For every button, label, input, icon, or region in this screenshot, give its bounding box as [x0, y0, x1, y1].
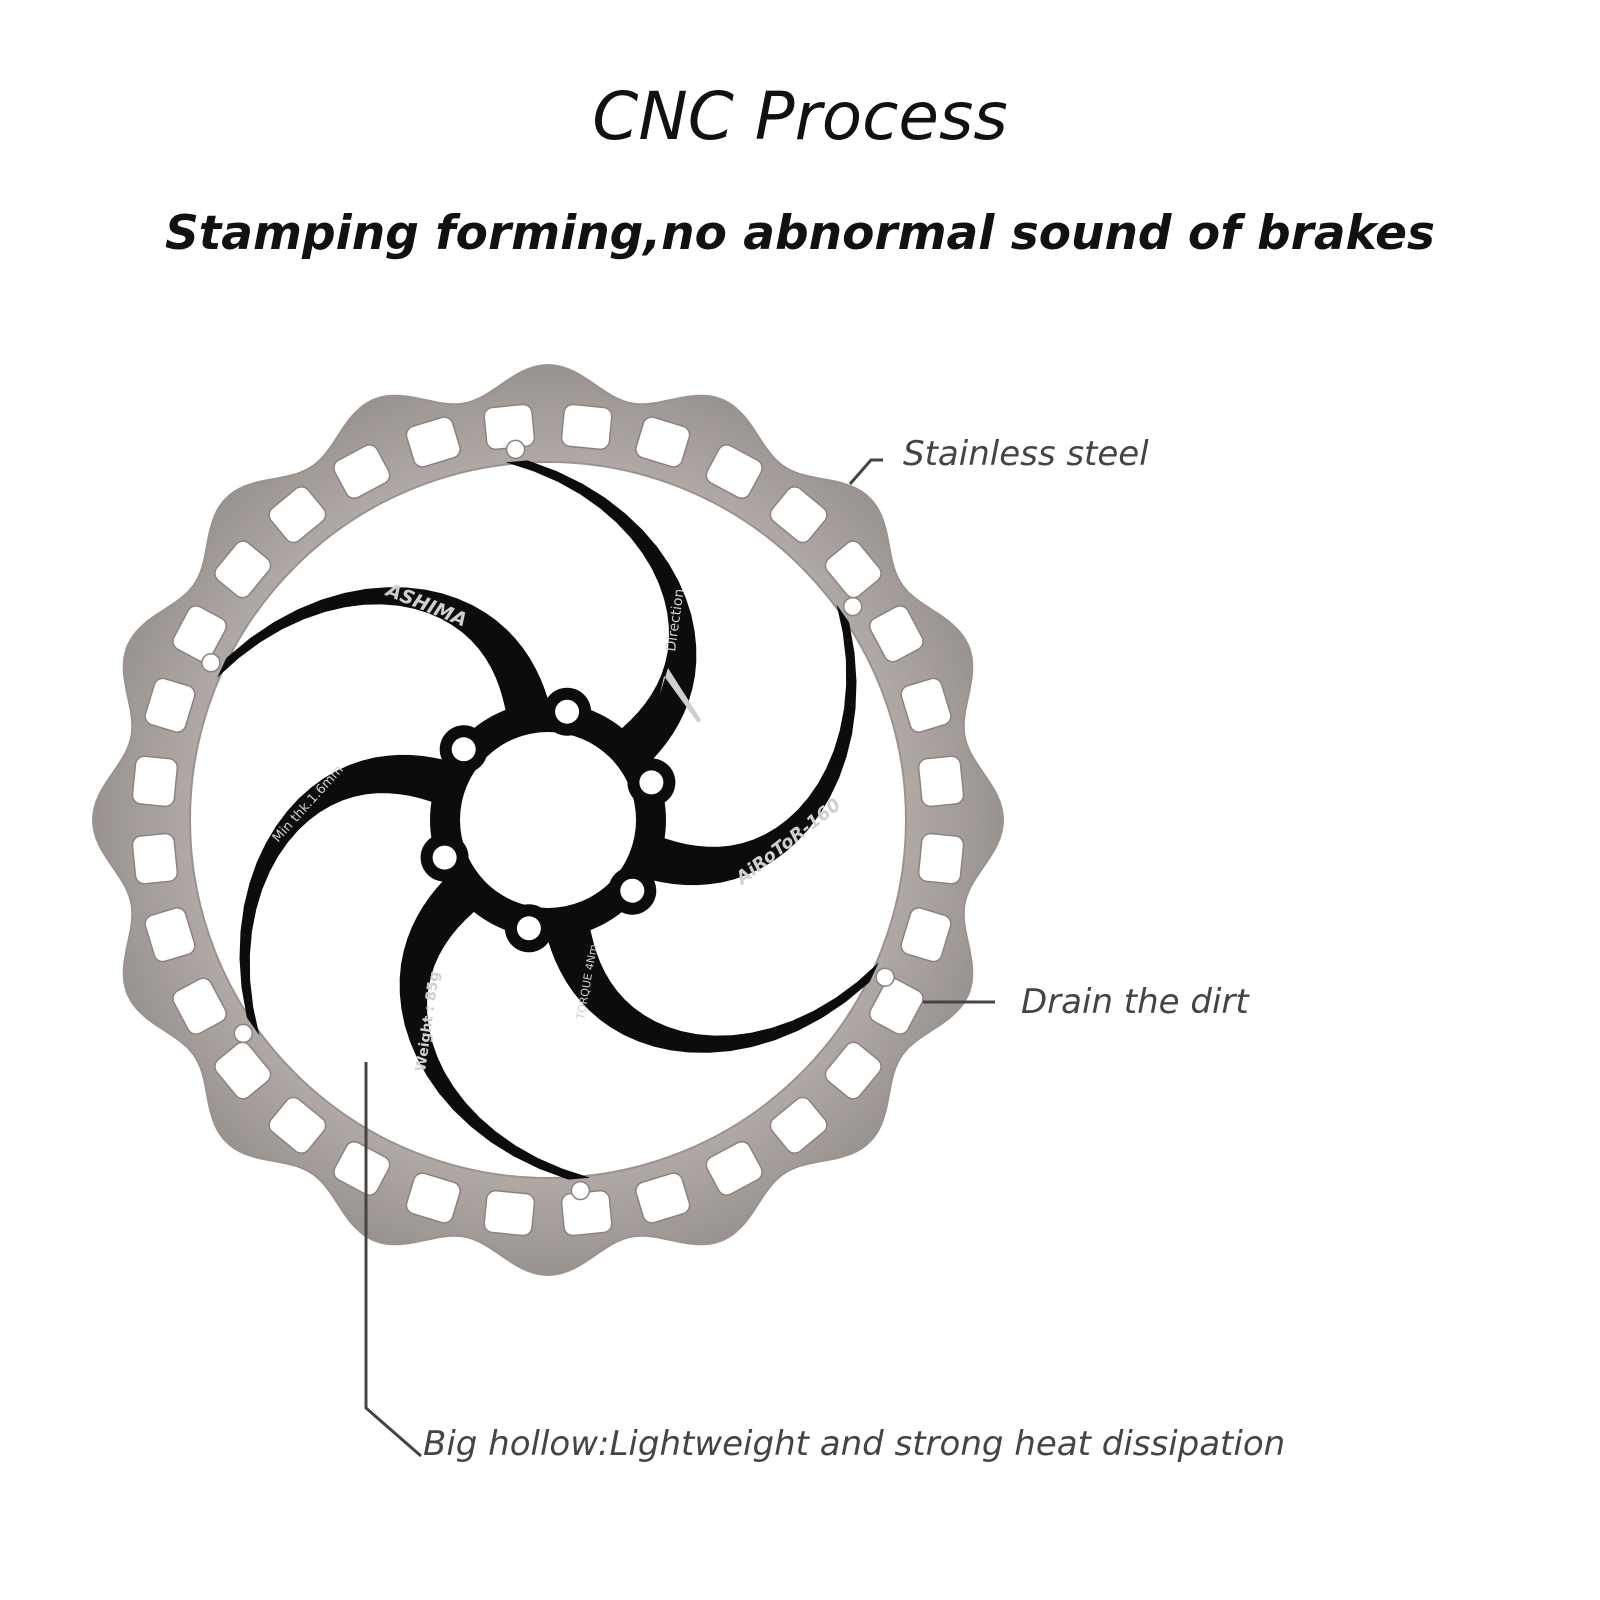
- ventilation-slot: [214, 1041, 272, 1100]
- ventilation-slot: [705, 1140, 763, 1196]
- spider-arm: [399, 863, 591, 1180]
- spider-arm: [217, 587, 555, 731]
- spider-arm: [541, 909, 879, 1053]
- ventilation-slot: [769, 486, 828, 544]
- bolt-hole: [451, 737, 476, 762]
- bolt-hole: [432, 845, 457, 870]
- rivet-hole: [842, 596, 863, 617]
- bolt-hole: [639, 770, 664, 795]
- rivet-hole: [233, 1023, 254, 1044]
- rotor-steel-ring: [91, 363, 1005, 1277]
- rotor-thickness-text: Min thk.1.6mm: [270, 763, 347, 846]
- ventilation-slot: [144, 907, 196, 963]
- ventilation-slot: [917, 832, 965, 885]
- ventilation-slot: [333, 1140, 391, 1196]
- ventilation-slot: [635, 1172, 691, 1224]
- rivet-hole: [570, 1180, 591, 1201]
- rivet-hole: [875, 967, 895, 987]
- bolt-hole: [620, 878, 645, 903]
- ventilation-slot: [268, 486, 327, 544]
- bolt-hole: [516, 916, 541, 941]
- ventilation-slot: [144, 677, 196, 733]
- stainless-leader-line: [848, 458, 883, 485]
- hollow-leader-line: [364, 1062, 422, 1458]
- spider-arm: [505, 460, 697, 777]
- callout-drain-dirt: Drain the dirt: [1021, 982, 1249, 1022]
- ventilation-slot: [769, 1096, 828, 1154]
- ventilation-slot: [917, 755, 965, 808]
- page-title: CNC Process: [592, 78, 1008, 155]
- ventilation-slot: [214, 540, 272, 599]
- ventilation-slot: [172, 977, 228, 1035]
- page-subtitle: Stamping forming,no abnormal sound of br…: [164, 206, 1435, 261]
- ventilation-slot: [405, 1172, 461, 1224]
- ventilation-slot: [900, 677, 952, 733]
- rivet-hole: [201, 653, 221, 673]
- ventilation-slot: [868, 977, 924, 1035]
- ventilation-slots: [131, 403, 965, 1237]
- ventilation-slot: [131, 832, 179, 885]
- ventilation-slot: [900, 907, 952, 963]
- ventilation-slot: [333, 444, 391, 500]
- mounting-holes: [420, 687, 676, 953]
- ventilation-slot: [268, 1096, 327, 1154]
- ventilation-slot: [824, 540, 882, 599]
- ventilation-slot: [131, 755, 179, 808]
- rivet-holes: [201, 439, 895, 1201]
- rivet-hole: [505, 439, 526, 460]
- hub-center-cutout: [460, 732, 636, 908]
- direction-arrow-icon: [660, 668, 701, 723]
- ventilation-slot: [635, 416, 691, 468]
- ventilation-slot: [405, 416, 461, 468]
- callout-big-hollow: Big hollow:Lightweight and strong heat d…: [423, 1424, 1286, 1464]
- bolt-hole: [555, 699, 580, 724]
- callout-stainless-steel: Stainless steel: [903, 434, 1149, 474]
- rotor-spider: [217, 460, 879, 1180]
- spider-arm: [629, 604, 857, 886]
- ventilation-slot: [172, 605, 228, 663]
- ventilation-slot: [868, 605, 924, 663]
- spider-arm: [239, 754, 467, 1036]
- ventilation-slot: [483, 1189, 536, 1237]
- ventilation-slot: [560, 403, 613, 451]
- ventilation-slot: [705, 444, 763, 500]
- ventilation-slot: [824, 1041, 882, 1100]
